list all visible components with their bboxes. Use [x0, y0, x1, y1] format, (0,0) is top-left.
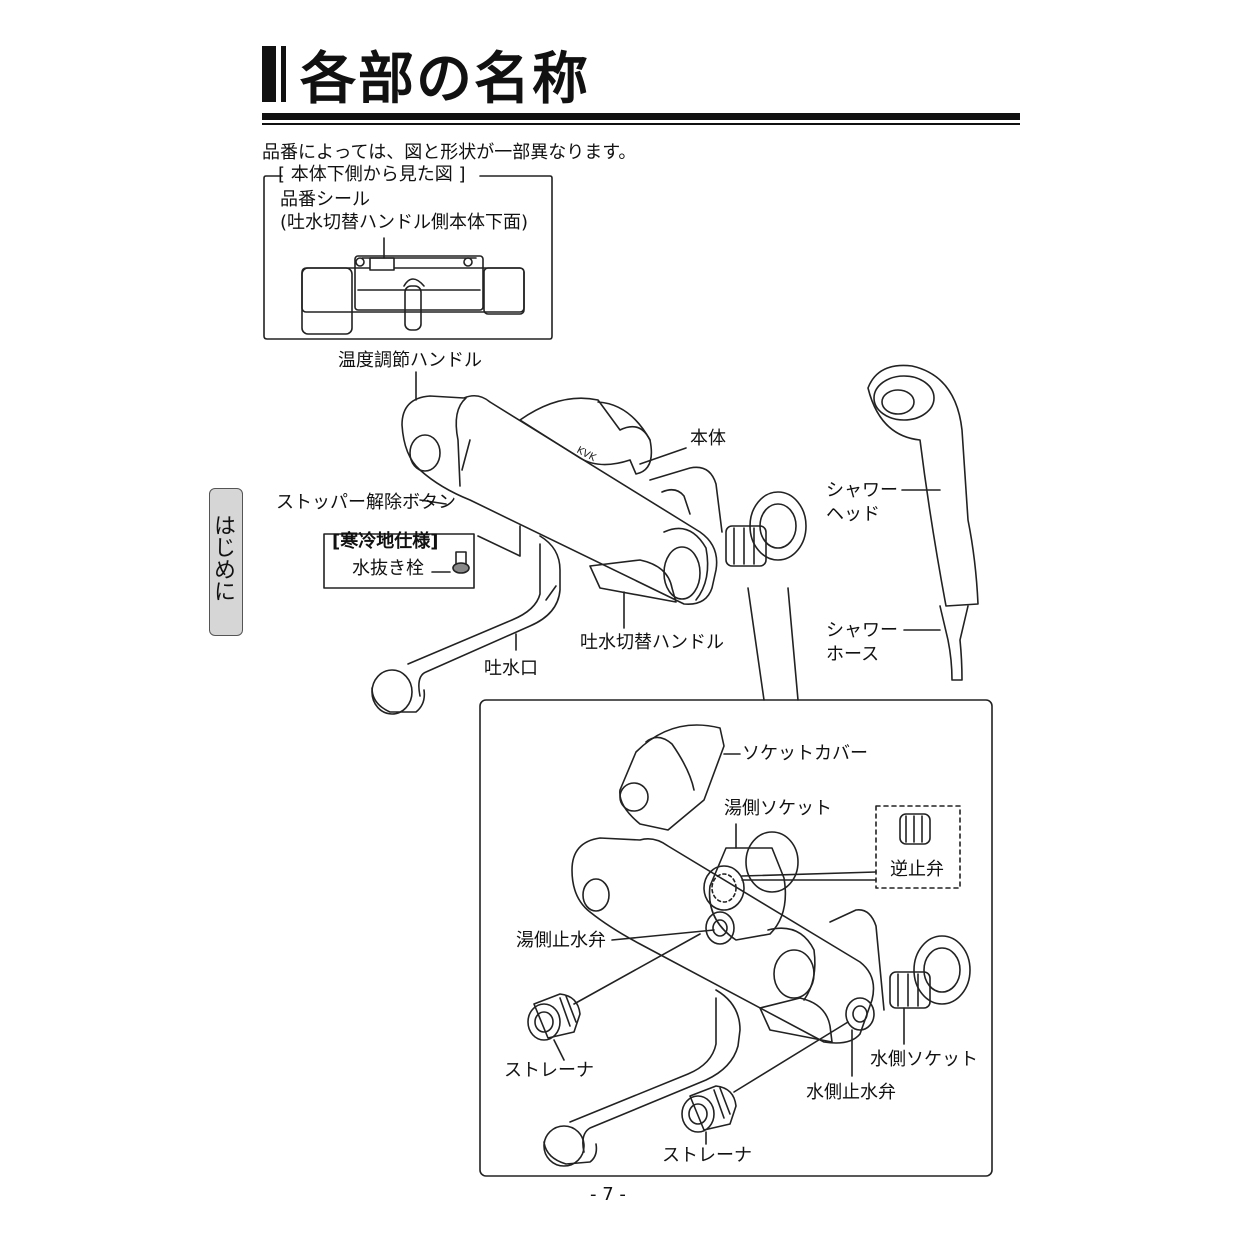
title-rule — [262, 113, 1020, 120]
label-shower-hose-2: ホース — [826, 644, 880, 665]
title-bar-mark — [262, 46, 276, 102]
model-seal-location: (吐水切替ハンドル側本体下面) — [280, 212, 529, 233]
model-note: 品番によっては、図と形状が一部異なります。 — [262, 142, 637, 163]
label-cold-stop-valve: 水側止水弁 — [806, 1082, 896, 1103]
label-strainer-2: ストレーナ — [662, 1145, 752, 1166]
label-temp-handle: 温度調節ハンドル — [338, 350, 482, 371]
label-drain-plug: 水抜き栓 — [352, 558, 424, 579]
label-shower-head-2: ヘッド — [826, 504, 880, 525]
title-rule-thin — [262, 123, 1020, 125]
faucet-main — [323, 371, 807, 715]
label-stopper-button: ストッパー解除ボタン — [276, 492, 456, 513]
label-shower-head-1: シャワー — [826, 480, 898, 501]
label-strainer-1: ストレーナ — [504, 1060, 594, 1081]
section-tab-label: はじめに — [210, 514, 235, 602]
section-tab[interactable] — [209, 488, 243, 636]
bottom-view-panel — [263, 175, 553, 340]
title-bar-mark-thin — [281, 46, 286, 102]
label-switch-handle: 吐水切替ハンドル — [580, 632, 724, 653]
label-socket-cover: ソケットカバー — [742, 743, 868, 764]
bottom-view-heading: [ 本体下側から見た図 ] — [278, 164, 466, 185]
model-seal-label: 品番シール — [280, 189, 370, 210]
label-body: 本体 — [690, 428, 726, 449]
label-check-valve: 逆止弁 — [890, 859, 944, 880]
label-hot-stop-valve: 湯側止水弁 — [516, 930, 606, 951]
label-hot-socket: 湯側ソケット — [724, 798, 832, 819]
label-cold-socket: 水側ソケット — [870, 1049, 978, 1070]
detail-panel — [479, 699, 993, 1177]
label-spout: 吐水口 — [484, 658, 538, 679]
label-shower-hose-1: シャワー — [826, 620, 898, 641]
page-number: - 7 - — [590, 1184, 626, 1205]
label-cold-spec: [寒冷地仕様] — [332, 531, 439, 552]
shower-assembly — [867, 364, 979, 681]
page-title: 各部の名称 — [300, 47, 590, 112]
